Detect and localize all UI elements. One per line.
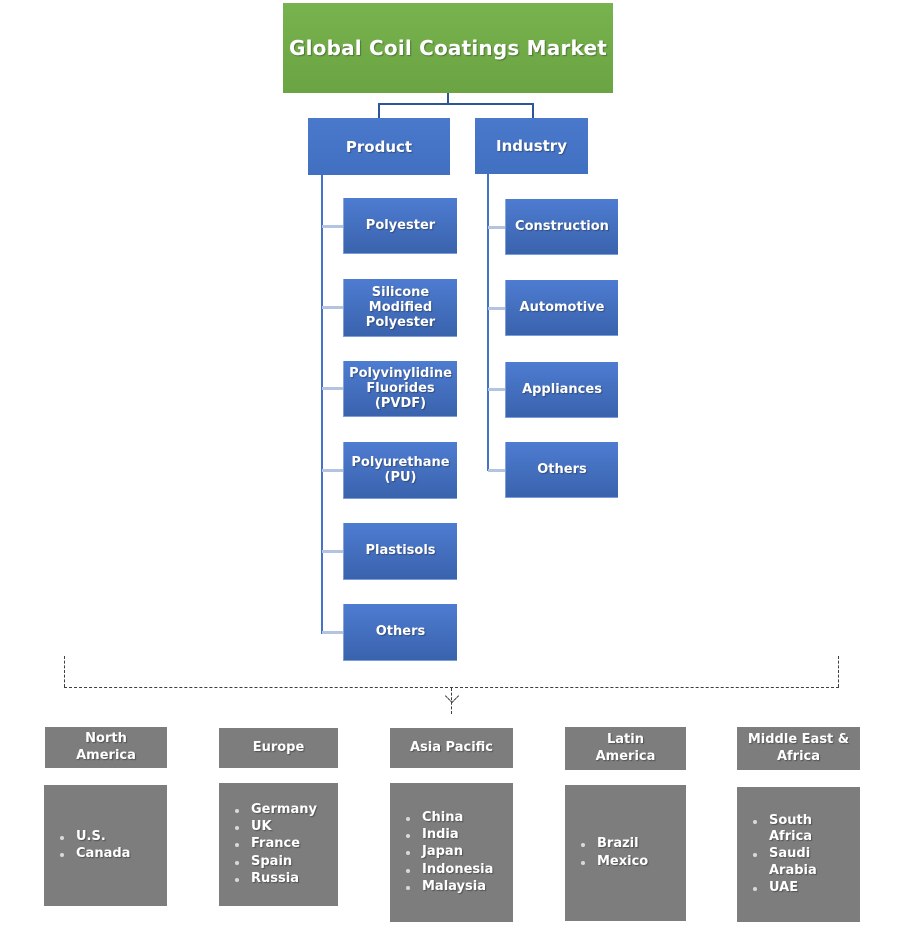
product-child-polyester: Polyester	[343, 198, 457, 254]
country-list-item: Germany	[231, 802, 336, 818]
down-arrow-icon	[444, 688, 460, 704]
region-header-asia-pacific: Asia Pacific	[390, 728, 513, 768]
country-list-item: Brazil	[577, 836, 684, 852]
region-header-label: Middle East & Africa	[747, 731, 850, 764]
dashed-bracket-center-stem	[451, 688, 452, 714]
node-label: Polyester	[365, 217, 436, 233]
industry-child-construction: Construction	[505, 199, 618, 255]
country-list-item: Mexico	[577, 854, 684, 870]
industry-child-others: Others	[505, 442, 618, 498]
product-child-plastisols: Plastisols	[343, 523, 457, 580]
node-label: Polyurethane (PU)	[351, 454, 450, 485]
branch-industry: Industry	[475, 118, 588, 174]
root-node: Global Coil Coatings Market	[283, 3, 613, 93]
country-list-item: Indonesia	[402, 862, 511, 878]
region-header-north-america: North America	[45, 727, 167, 768]
connector-product-trunk	[321, 175, 323, 634]
country-list-item: Malaysia	[402, 879, 511, 895]
region-header-europe: Europe	[219, 728, 338, 768]
connector-industry-trunk	[487, 174, 489, 471]
country-list-item: UK	[231, 819, 336, 835]
product-child-pvdf: Polyvinylidine Fluorides (PVDF)	[343, 361, 457, 417]
connector-root-stem	[447, 93, 449, 105]
branch-product: Product	[308, 118, 450, 175]
country-list-item: South Africa	[749, 813, 858, 846]
connector-stub	[322, 306, 343, 309]
country-list-item: Saudi Arabia	[749, 846, 858, 879]
connector-stub	[322, 225, 343, 228]
node-label: Silicone Modified Polyester	[365, 284, 436, 331]
node-label: Others	[537, 461, 587, 477]
country-list-item: France	[231, 836, 336, 852]
connector-stub	[488, 388, 505, 391]
node-label: Polyvinylidine Fluorides (PVDF)	[349, 365, 452, 412]
region-header-label: Latin America	[595, 731, 656, 764]
product-child-others: Others	[343, 604, 457, 661]
region-header-label: Asia Pacific	[409, 739, 493, 755]
connector-stub	[322, 387, 343, 390]
connector-root-crossbar	[378, 103, 534, 105]
country-list-item: UAE	[749, 880, 858, 896]
region-list-north-america: U.S.Canada	[44, 785, 167, 906]
industry-child-appliances: Appliances	[505, 362, 618, 418]
connector-stub	[488, 469, 505, 472]
node-label: Appliances	[522, 381, 602, 397]
node-label: Others	[375, 624, 426, 640]
country-list-item: Russia	[231, 871, 336, 887]
country-list-item: India	[402, 827, 511, 843]
region-header-middle-east-africa: Middle East & Africa	[737, 727, 860, 770]
region-header-latin-america: Latin America	[565, 727, 686, 770]
product-child-polyurethane: Polyurethane (PU)	[343, 442, 457, 499]
dashed-bracket-right	[838, 656, 839, 687]
country-list-item: Japan	[402, 844, 511, 860]
dashed-bracket-horizontal	[64, 687, 839, 688]
root-node-label: Global Coil Coatings Market	[288, 36, 608, 60]
node-label: Plastisols	[365, 543, 436, 559]
connector-to-product	[378, 105, 380, 118]
branch-industry-label: Industry	[496, 137, 567, 155]
country-list-item: Spain	[231, 854, 336, 870]
connector-to-industry	[532, 105, 534, 118]
industry-child-automotive: Automotive	[505, 280, 618, 336]
country-list-item: Canada	[56, 846, 165, 862]
connector-stub	[488, 226, 505, 229]
country-list-item: China	[402, 810, 511, 826]
country-list: U.S.Canada	[44, 828, 167, 864]
region-header-label: North America	[76, 730, 136, 763]
branch-product-label: Product	[345, 137, 413, 156]
region-header-label: Europe	[252, 739, 305, 755]
node-label: Construction	[515, 218, 609, 234]
node-label: Automotive	[519, 299, 605, 315]
connector-stub	[488, 307, 505, 310]
country-list-item: U.S.	[56, 829, 165, 845]
dashed-bracket-left	[64, 656, 65, 687]
connector-stub	[322, 469, 343, 472]
connector-stub	[322, 631, 343, 634]
product-child-silicone-modified-polyester: Silicone Modified Polyester	[343, 279, 457, 337]
connector-stub	[322, 550, 343, 553]
